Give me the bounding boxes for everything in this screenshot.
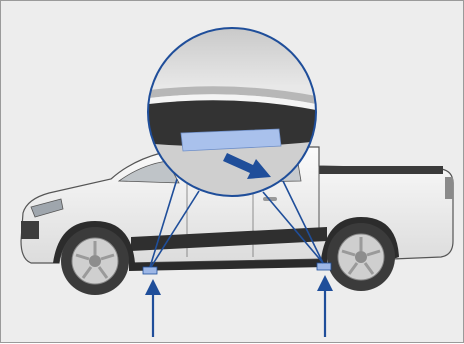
front-lift-point-marker [143,267,157,274]
rear-wheel [327,223,395,291]
arrow-up-icon [317,275,333,337]
arrow-up-icon [145,279,161,337]
rear-lift-point-marker [317,263,331,270]
bed-rail [319,166,443,174]
taillight [445,177,453,199]
grille [21,221,39,239]
front-wheel [61,227,129,295]
